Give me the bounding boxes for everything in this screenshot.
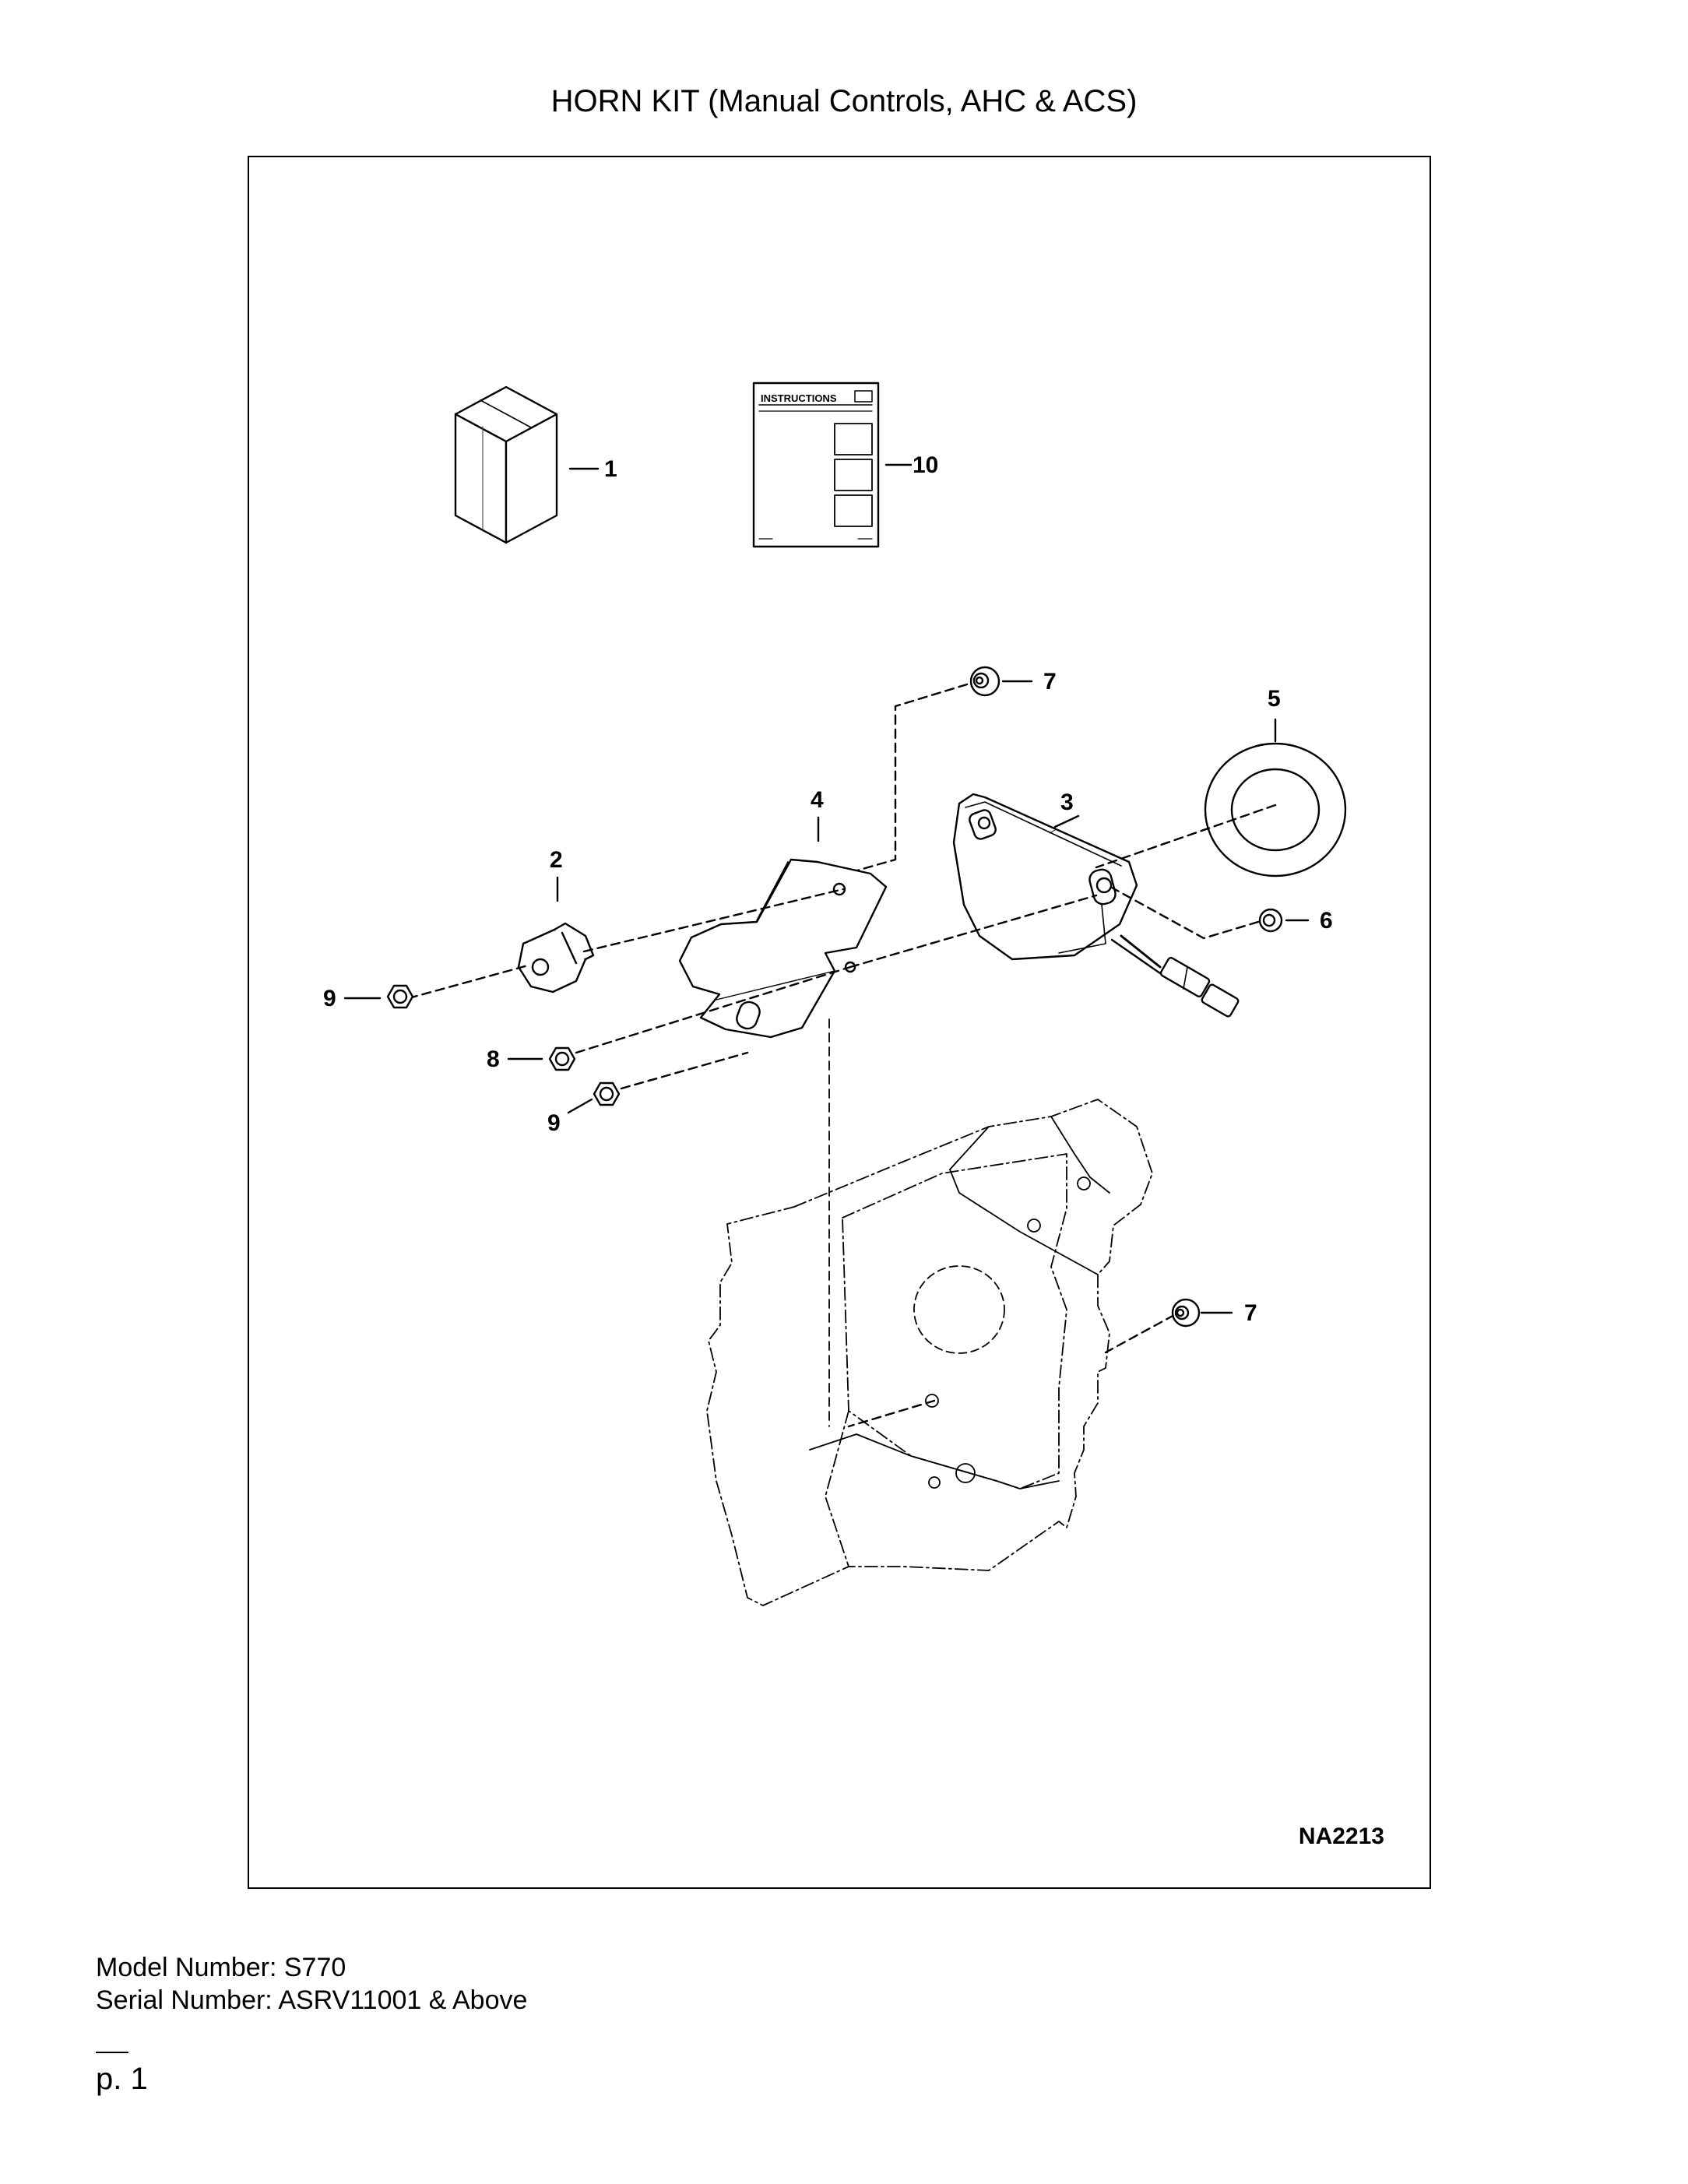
assembly-line-horn-ring xyxy=(1095,804,1277,869)
machine-frame-reference xyxy=(706,1099,1153,1606)
callout-10: 10 xyxy=(913,452,938,478)
assembly-line-nut-7-lower xyxy=(1104,1314,1176,1354)
flange-nut-6-part xyxy=(1258,908,1283,933)
exploded-parts-diagram: 1 INSTRUCTIONS 10 7 xyxy=(323,382,1347,1606)
callout-1: 1 xyxy=(604,456,617,482)
leader-line-3b xyxy=(1053,814,1080,828)
page-number: p. 1 xyxy=(96,2062,148,2096)
assembly-line-clip-bracket xyxy=(582,888,845,953)
callout-5: 5 xyxy=(1268,686,1281,712)
hex-nut-8-part xyxy=(548,1046,576,1071)
page-number-rule xyxy=(96,2052,128,2053)
page-title: HORN KIT (Manual Controls, AHC & ACS) xyxy=(550,84,1138,118)
assembly-line-bracket-horn xyxy=(849,894,1098,969)
callout-7-top: 7 xyxy=(1043,669,1057,695)
assembly-line-nut-6 xyxy=(1110,886,1260,940)
flange-nut-top-part xyxy=(969,666,1000,697)
assembly-line-bracket-top xyxy=(804,683,969,887)
mounting-bracket-part xyxy=(678,858,888,1039)
callout-3: 3 xyxy=(1060,790,1074,815)
callout-9-lower: 9 xyxy=(547,1110,561,1136)
leader-line-9-lower xyxy=(567,1098,593,1114)
horn-clip-part xyxy=(517,922,595,994)
machine-frame-edges xyxy=(809,1018,1110,1567)
instructions-label: INSTRUCTIONS xyxy=(761,392,837,404)
figure-id: NA2213 xyxy=(1298,1824,1384,1849)
serial-number: Serial Number: ASRV11001 & Above xyxy=(96,1985,528,2015)
callout-8: 8 xyxy=(487,1046,500,1072)
assembly-line-frame-hole xyxy=(847,1399,936,1428)
model-number: Model Number: S770 xyxy=(96,1953,346,1982)
callout-2: 2 xyxy=(550,847,563,873)
parts-diagram-frame: 1 INSTRUCTIONS 10 7 xyxy=(248,156,1431,1889)
callout-7-lower: 7 xyxy=(1244,1300,1257,1326)
hex-nut-9-upper-part xyxy=(386,984,414,1009)
kit-box-part xyxy=(454,385,558,544)
instructions-sheet-part xyxy=(752,382,880,548)
assembly-line-nut-9-lower xyxy=(620,1051,749,1090)
leader-line-3 xyxy=(1049,829,1056,834)
callout-9-upper: 9 xyxy=(323,986,336,1011)
assembly-line-nut-8 xyxy=(575,965,852,1054)
assembly-line-nut-9-top xyxy=(407,964,529,1000)
horn-assembly-part xyxy=(952,793,1240,1018)
horn-ring-part xyxy=(1204,742,1347,877)
flange-nut-bottom-part xyxy=(1171,1298,1201,1328)
callout-4: 4 xyxy=(811,787,824,813)
callout-6: 6 xyxy=(1320,908,1333,934)
hex-nut-9-lower-part xyxy=(593,1081,621,1106)
